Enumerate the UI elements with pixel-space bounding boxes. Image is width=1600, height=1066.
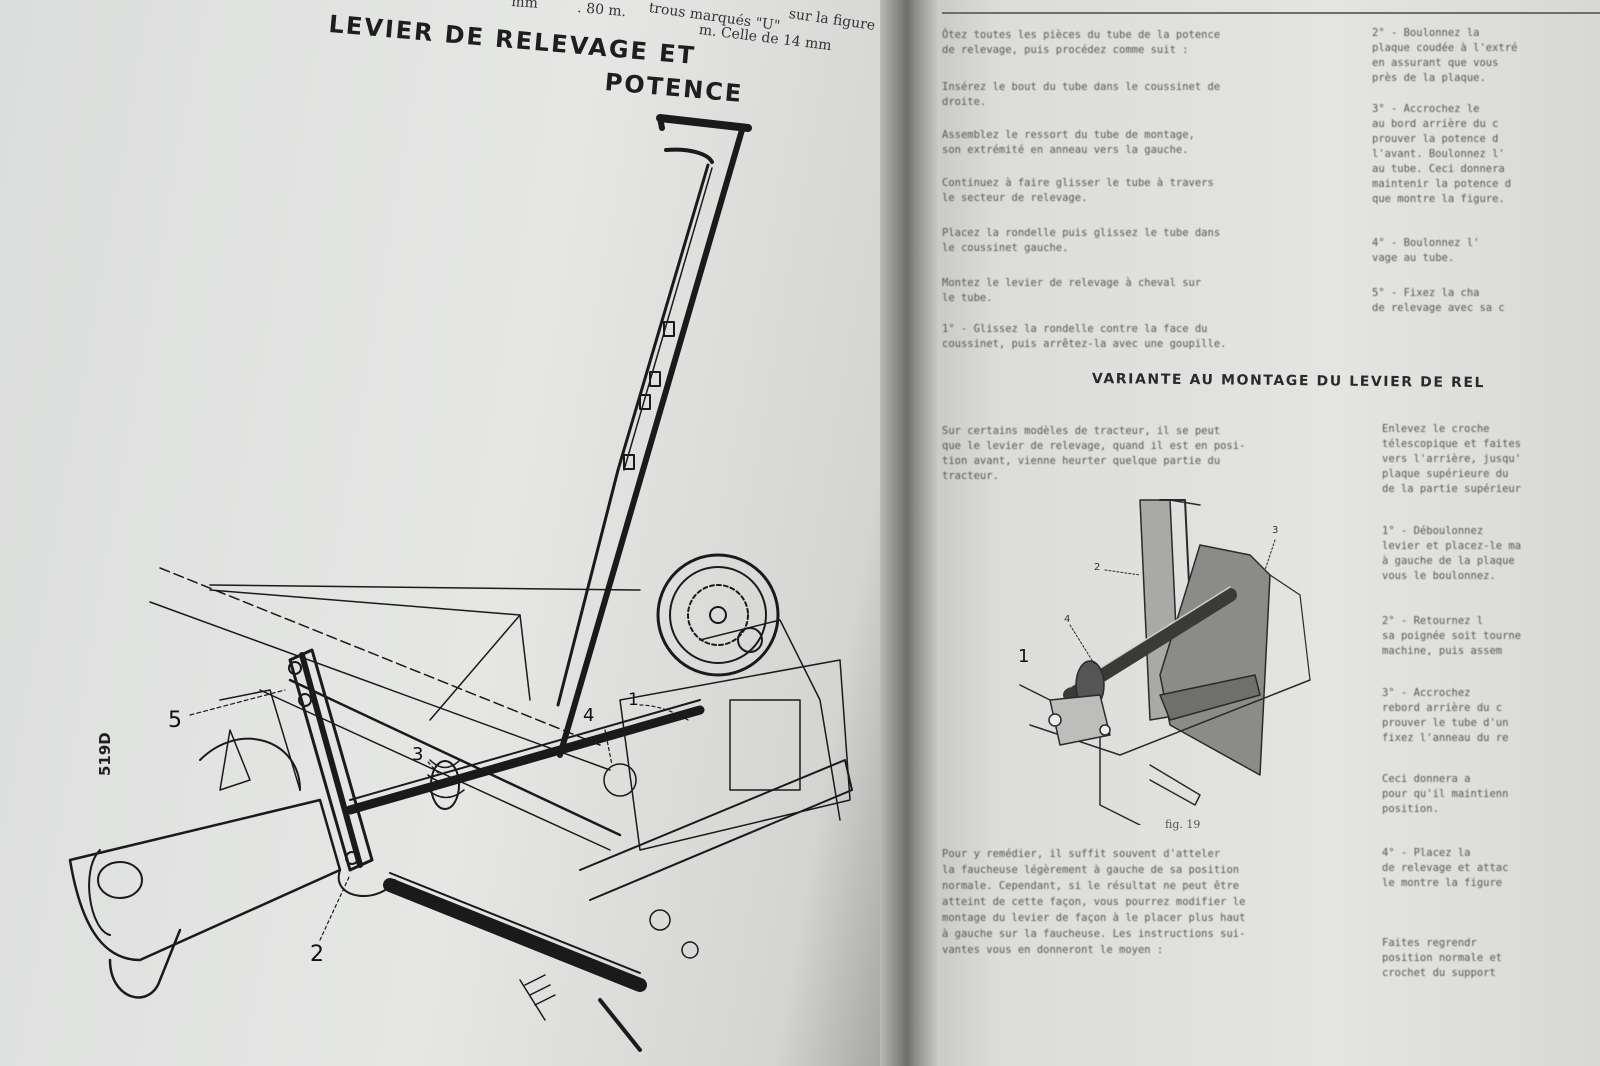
paragraph: Continuez à faire glisser le tube à trav… [942,177,1214,204]
figure-caption: fig. 19 [1165,818,1201,831]
callout-3: 3 [412,744,424,765]
paragraph: Assemblez le ressort du tube de montage,… [942,129,1195,156]
paragraph: 3° - Accrochez le au bord arrière du c p… [1372,103,1512,205]
paragraph: Enlevez le croche télescopique et faites… [1382,423,1522,495]
callout-4: 4 [583,705,595,726]
fig19-label-3: 3 [1272,525,1279,536]
book-gutter [880,0,940,1066]
paragraph: 1° - Glissez la rondelle contre la face … [942,323,1227,350]
paragraph: 1° - Déboulonnez levier et placez-le ma … [1382,525,1522,582]
paragraph: Placez la rondelle puis glissez le tube … [942,227,1221,254]
paragraph: Ôtez toutes les pièces du tube de la pot… [942,29,1221,56]
paragraph: 2° - Boulonnez la plaque coudée à l'extr… [1372,27,1518,84]
paragraph: Ceci donnera a pour qu'il maintienn posi… [1382,773,1509,815]
paragraph: 4° - Boulonnez l' vage au tube. [1372,237,1480,264]
paragraph: 4° - Placez la de relevage et attac le m… [1382,847,1509,889]
right-page [930,0,1600,1066]
callout-1: 1 [628,690,639,710]
paragraph: 3° - Accrochez rebord arrière du c prouv… [1382,687,1509,744]
figure-19-drawing [1019,499,1311,825]
callout-5: 5 [168,708,182,733]
paragraph: Insérez le bout du tube dans le coussine… [942,81,1221,108]
fig19-label-4: 4 [1064,614,1071,625]
left-page [0,0,905,1066]
fig19-label-2: 2 [1094,562,1101,573]
paragraph: Faites regrendr position normale et croc… [1382,937,1503,979]
lifting-lever-drawing [68,114,853,1052]
drawing-code: 519D [96,732,114,776]
header-rule [942,12,1600,14]
callout-2: 2 [310,942,324,967]
paragraph: Montez le levier de relevage à cheval su… [942,277,1202,304]
variant-intro: Sur certains modèles de tracteur, il se … [942,425,1246,482]
paragraph: 5° - Fixez la cha de relevage avec sa c [1372,287,1505,314]
paragraph: 2° - Retournez l sa poignée soit tourne … [1382,615,1522,657]
remedy-paragraph: Pour y remédier, il suffit souvent d'att… [942,848,1246,956]
fig19-label-1: 1 [1018,646,1030,667]
